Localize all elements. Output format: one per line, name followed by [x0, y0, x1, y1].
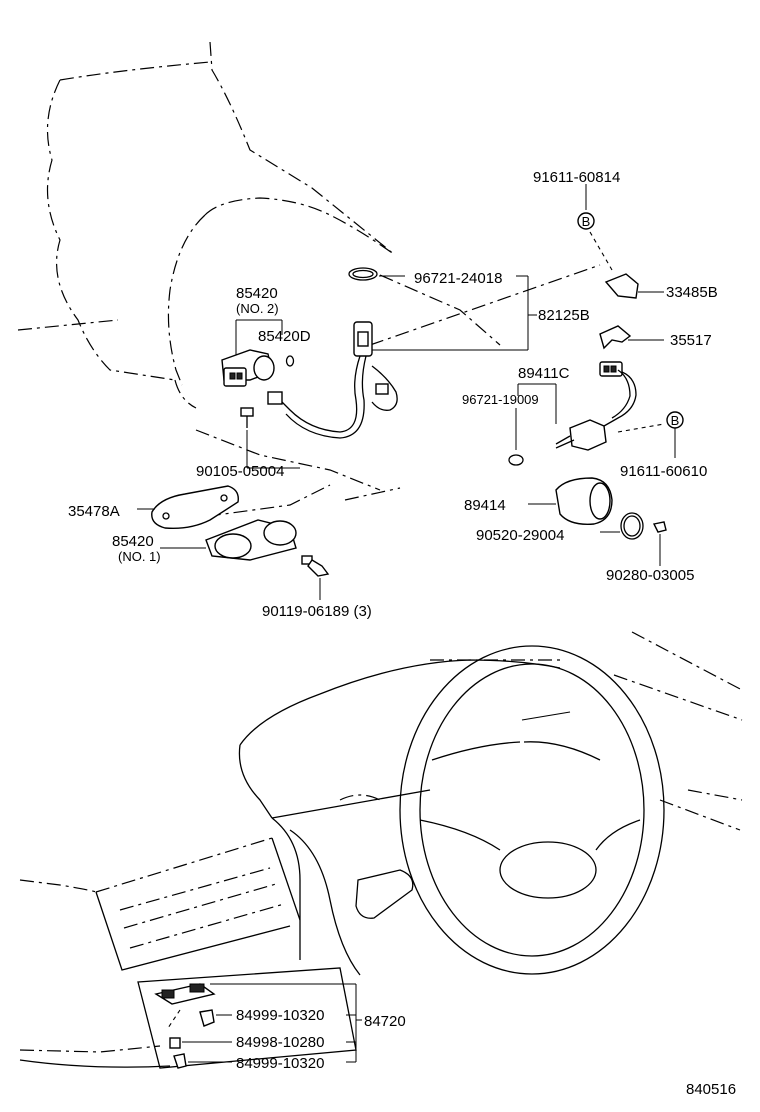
speed-sensor-89411c: [517, 361, 665, 451]
pin-90280-03005: [652, 521, 667, 566]
label-84998-10280: 84998-10280: [236, 1034, 324, 1051]
o-ring-96721-19009: [508, 408, 524, 466]
label-82125b: 82125B: [538, 307, 590, 324]
driven-gear-89414: [528, 477, 613, 525]
dashboard-outline: [19, 631, 743, 1068]
steering-wheel: [339, 645, 665, 975]
label-84999-10320-a: 84999-10320: [236, 1007, 324, 1024]
bolt-mark-b-lower: B: [671, 413, 680, 428]
label-84999-10320-b: 84999-10320: [236, 1055, 324, 1072]
label-96721-19009: 96721-19009: [462, 392, 539, 407]
label-35478a: 35478A: [68, 503, 120, 520]
label-90119-06189: 90119-06189 (3): [262, 603, 372, 620]
bolt-marker-upper: B: [577, 184, 613, 271]
transmission-housing-outline: [17, 41, 601, 521]
label-84720: 84720: [364, 1013, 406, 1030]
label-91611-60814: 91611-60814: [533, 169, 620, 186]
label-89411c: 89411C: [518, 365, 570, 382]
label-85420d: 85420D: [258, 328, 311, 345]
label-85420-top: 85420: [236, 285, 278, 302]
label-35517: 35517: [670, 332, 712, 349]
catalog-reference-number: 840516: [686, 1081, 736, 1098]
label-90105-05004: 90105-05004: [196, 463, 284, 480]
sensor-85420-no1: [160, 519, 297, 561]
label-89414: 89414: [464, 497, 506, 514]
plate-35478a: [137, 485, 239, 530]
bolt-90119-06189: [301, 555, 330, 600]
clamp-35517: [599, 325, 664, 350]
label-85420-no2: (NO. 2): [236, 301, 279, 316]
label-90520-29004: 90520-29004: [476, 527, 564, 544]
label-85420-no1: (NO. 1): [118, 549, 161, 564]
label-33485b: 33485B: [666, 284, 718, 301]
bolt-marker-lower: B: [666, 411, 684, 458]
wire-harness-82125b: [267, 275, 537, 439]
o-ring-90520-29004: [600, 512, 644, 540]
sensor-85420-no2: [221, 319, 295, 387]
label-90280-03005: 90280-03005: [606, 567, 694, 584]
label-91611-60610: 91611-60610: [620, 463, 707, 480]
part-labels: 91611-60814 33485B 96721-24018 82125B 35…: [68, 169, 736, 1098]
label-85420-bottom: 85420: [112, 533, 154, 550]
o-ring-96721-24018: [348, 267, 405, 281]
clamp-33485b: [604, 273, 664, 299]
label-96721-24018: 96721-24018: [414, 270, 502, 287]
bolt-90105-05004: [240, 407, 300, 469]
bolt-mark-b-upper: B: [582, 214, 591, 229]
switch-84720: [154, 983, 362, 1069]
